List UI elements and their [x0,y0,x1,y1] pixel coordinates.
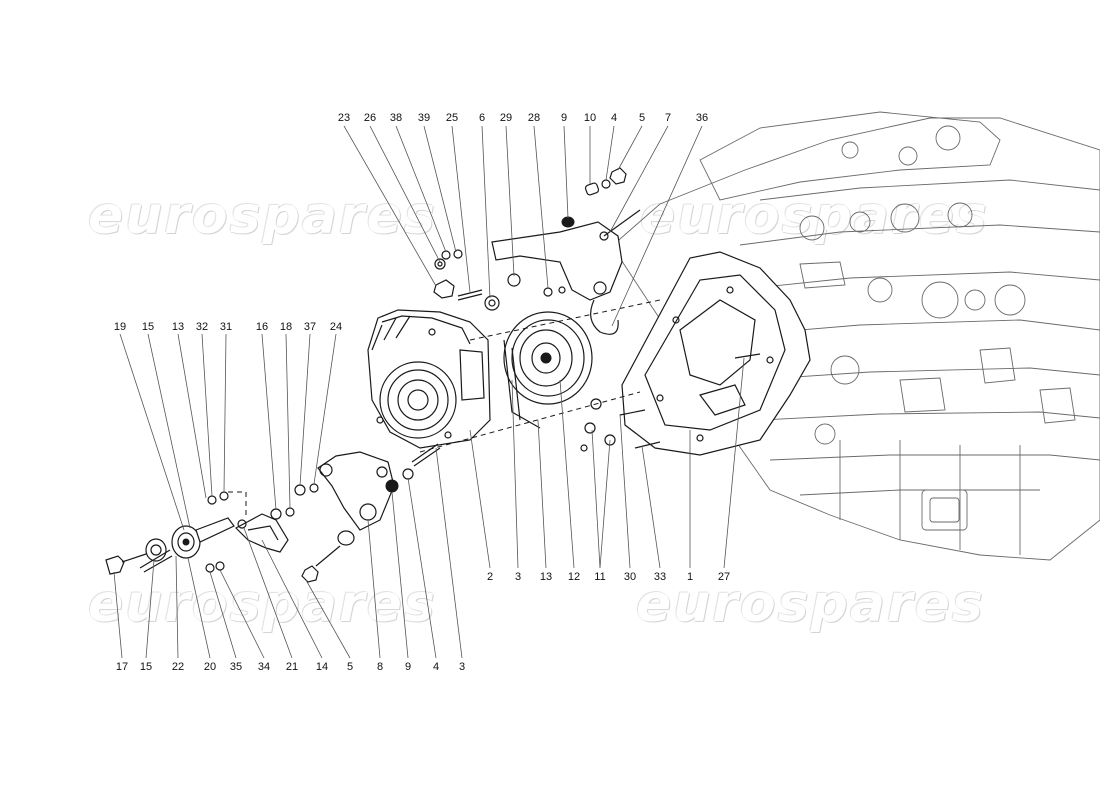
callout-number: 34 [258,661,270,673]
callout-number: 12 [568,571,580,583]
callout-number: 30 [624,571,636,583]
callout-number: 25 [446,112,458,124]
callout-number: 39 [418,112,430,124]
callout-number: 36 [696,112,708,124]
callout-number: 6 [479,112,485,124]
callout-number: 29 [500,112,512,124]
callout-number: 10 [584,112,596,124]
compressor [367,309,491,449]
callout-number: 27 [718,571,730,583]
callout-number: 3 [459,661,465,673]
callout-number: 22 [172,661,184,673]
callout-number: 9 [405,661,411,673]
callout-number: 13 [540,571,552,583]
callout-number: 15 [142,321,154,333]
upper-bracket [491,209,641,335]
callout-number: 11 [594,571,605,583]
alignment-line [419,391,641,453]
clutch-pulley [503,311,593,429]
callouts-bottom: 17 15 22 20 35 34 21 14 5 8 9 4 3 2 3 13… [116,571,730,673]
callout-number: 18 [280,321,292,333]
callout-number: 16 [256,321,268,333]
callout-number: 1 [687,571,693,583]
callout-number: 31 [220,321,232,333]
callout-number: 37 [304,321,316,333]
callout-number: 21 [286,661,298,673]
timing-cover [619,251,811,456]
callout-number: 7 [665,112,671,124]
callout-number: 4 [433,661,439,673]
callout-number: 20 [204,661,216,673]
callout-number: 35 [230,661,242,673]
callout-number: 38 [390,112,402,124]
lower-bracket [301,443,441,583]
callout-number: 2 [487,571,493,583]
callout-number: 14 [316,661,328,673]
callout-number: 5 [347,661,353,673]
callout-number: 26 [364,112,376,124]
idler-pulley [105,483,319,575]
callout-number: 9 [561,112,567,124]
callout-number: 32 [196,321,208,333]
callout-number: 33 [654,571,666,583]
leader-lines [113,125,745,659]
callout-number: 19 [114,321,126,333]
callout-number: 24 [330,321,342,333]
callout-number: 3 [515,571,521,583]
callout-number: 8 [377,661,383,673]
callout-number: 28 [528,112,540,124]
callouts-left: 19 15 13 32 31 16 18 37 24 [114,321,342,333]
callout-number: 15 [140,661,152,673]
callout-number: 17 [116,661,128,673]
callout-number: 5 [639,112,645,124]
callout-number: 13 [172,321,184,333]
callout-number: 4 [611,112,617,124]
callout-number: 23 [338,112,350,124]
callouts-top: 23 26 38 39 25 6 29 28 9 10 4 5 7 36 [338,112,708,124]
